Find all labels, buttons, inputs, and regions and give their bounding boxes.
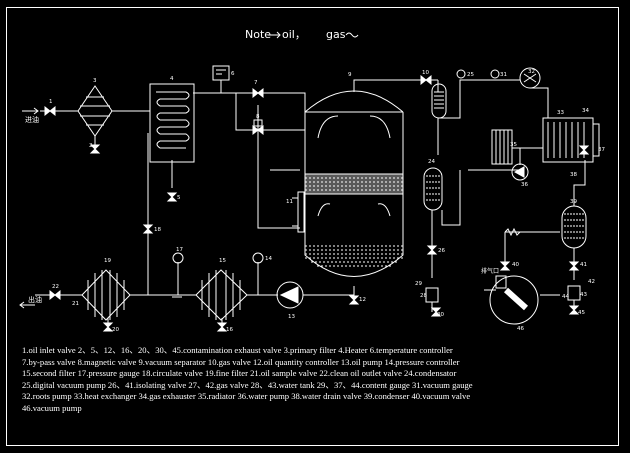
label-5: 5 [177, 195, 181, 201]
label-28: 28 [420, 293, 427, 299]
inlet-label: 进油 [25, 115, 39, 124]
label-33: 33 [557, 110, 564, 116]
label-10: 10 [422, 70, 429, 76]
label-7: 7 [254, 80, 258, 86]
outlet-label: 出油 [28, 295, 42, 304]
label-29: 29 [415, 281, 422, 287]
legend-line: 32.roots pump 33.heat exchanger 34.gas e… [22, 391, 471, 402]
label-15: 15 [219, 258, 226, 264]
label-39: 39 [570, 199, 577, 205]
label-4: 4 [170, 76, 174, 82]
label-1: 1 [49, 99, 53, 105]
component-legend: 1.oil inlet valve 2、5、12、16、20、30、45.con… [22, 345, 612, 415]
label-36: 36 [521, 182, 528, 188]
label-40: 40 [512, 262, 519, 268]
label-2: 2 [89, 143, 93, 149]
gas-wave-icon [345, 32, 359, 38]
label-16: 16 [226, 327, 233, 333]
note-oil-label: oil， [282, 28, 306, 41]
label-9: 9 [348, 72, 352, 78]
label-35: 35 [510, 142, 517, 148]
legend-line: 25.digital vacuum pump 26、41.isolating v… [22, 379, 473, 390]
label-44: 44 [562, 294, 569, 300]
label-34: 34 [582, 108, 589, 114]
label-19: 19 [104, 258, 111, 264]
label-6: 6 [231, 71, 235, 77]
exhaust-label: 排气口 [481, 267, 499, 275]
label-37: 37 [598, 147, 605, 153]
label-41: 41 [580, 262, 587, 268]
label-21: 21 [72, 301, 79, 307]
label-24: 24 [428, 159, 435, 165]
label-42: 42 [588, 279, 595, 285]
label-8: 8 [256, 114, 260, 120]
label-25: 25 [467, 72, 474, 78]
label-32: 32 [528, 69, 535, 75]
label-30: 30 [437, 312, 444, 318]
label-20: 20 [112, 327, 119, 333]
label-3: 3 [93, 78, 97, 84]
label-43: 43 [580, 292, 587, 298]
diagram-frame [6, 7, 619, 446]
note-gas-label: gas [326, 28, 346, 41]
legend-line: 7.by-pass valve 8.magnetic valve 9.vacuu… [22, 356, 460, 367]
label-17: 17 [176, 247, 183, 253]
legend-line: 46.vacuum pump [22, 402, 82, 413]
legend-line: 1.oil inlet valve 2、5、12、16、20、30、45.con… [22, 345, 453, 355]
legend-line: 15.second filter 17.pressure gauge 18.ci… [22, 368, 457, 379]
label-46: 46 [517, 326, 524, 332]
label-12: 12 [359, 297, 366, 303]
label-26: 26 [438, 248, 445, 254]
label-45: 45 [578, 310, 585, 316]
label-31: 31 [500, 72, 507, 78]
note-label: Note [245, 28, 271, 41]
label-22: 22 [52, 284, 59, 290]
label-14: 14 [265, 256, 272, 262]
label-38: 38 [570, 172, 577, 178]
label-11: 11 [286, 199, 293, 205]
label-13: 13 [288, 314, 295, 320]
label-18: 18 [154, 227, 161, 233]
